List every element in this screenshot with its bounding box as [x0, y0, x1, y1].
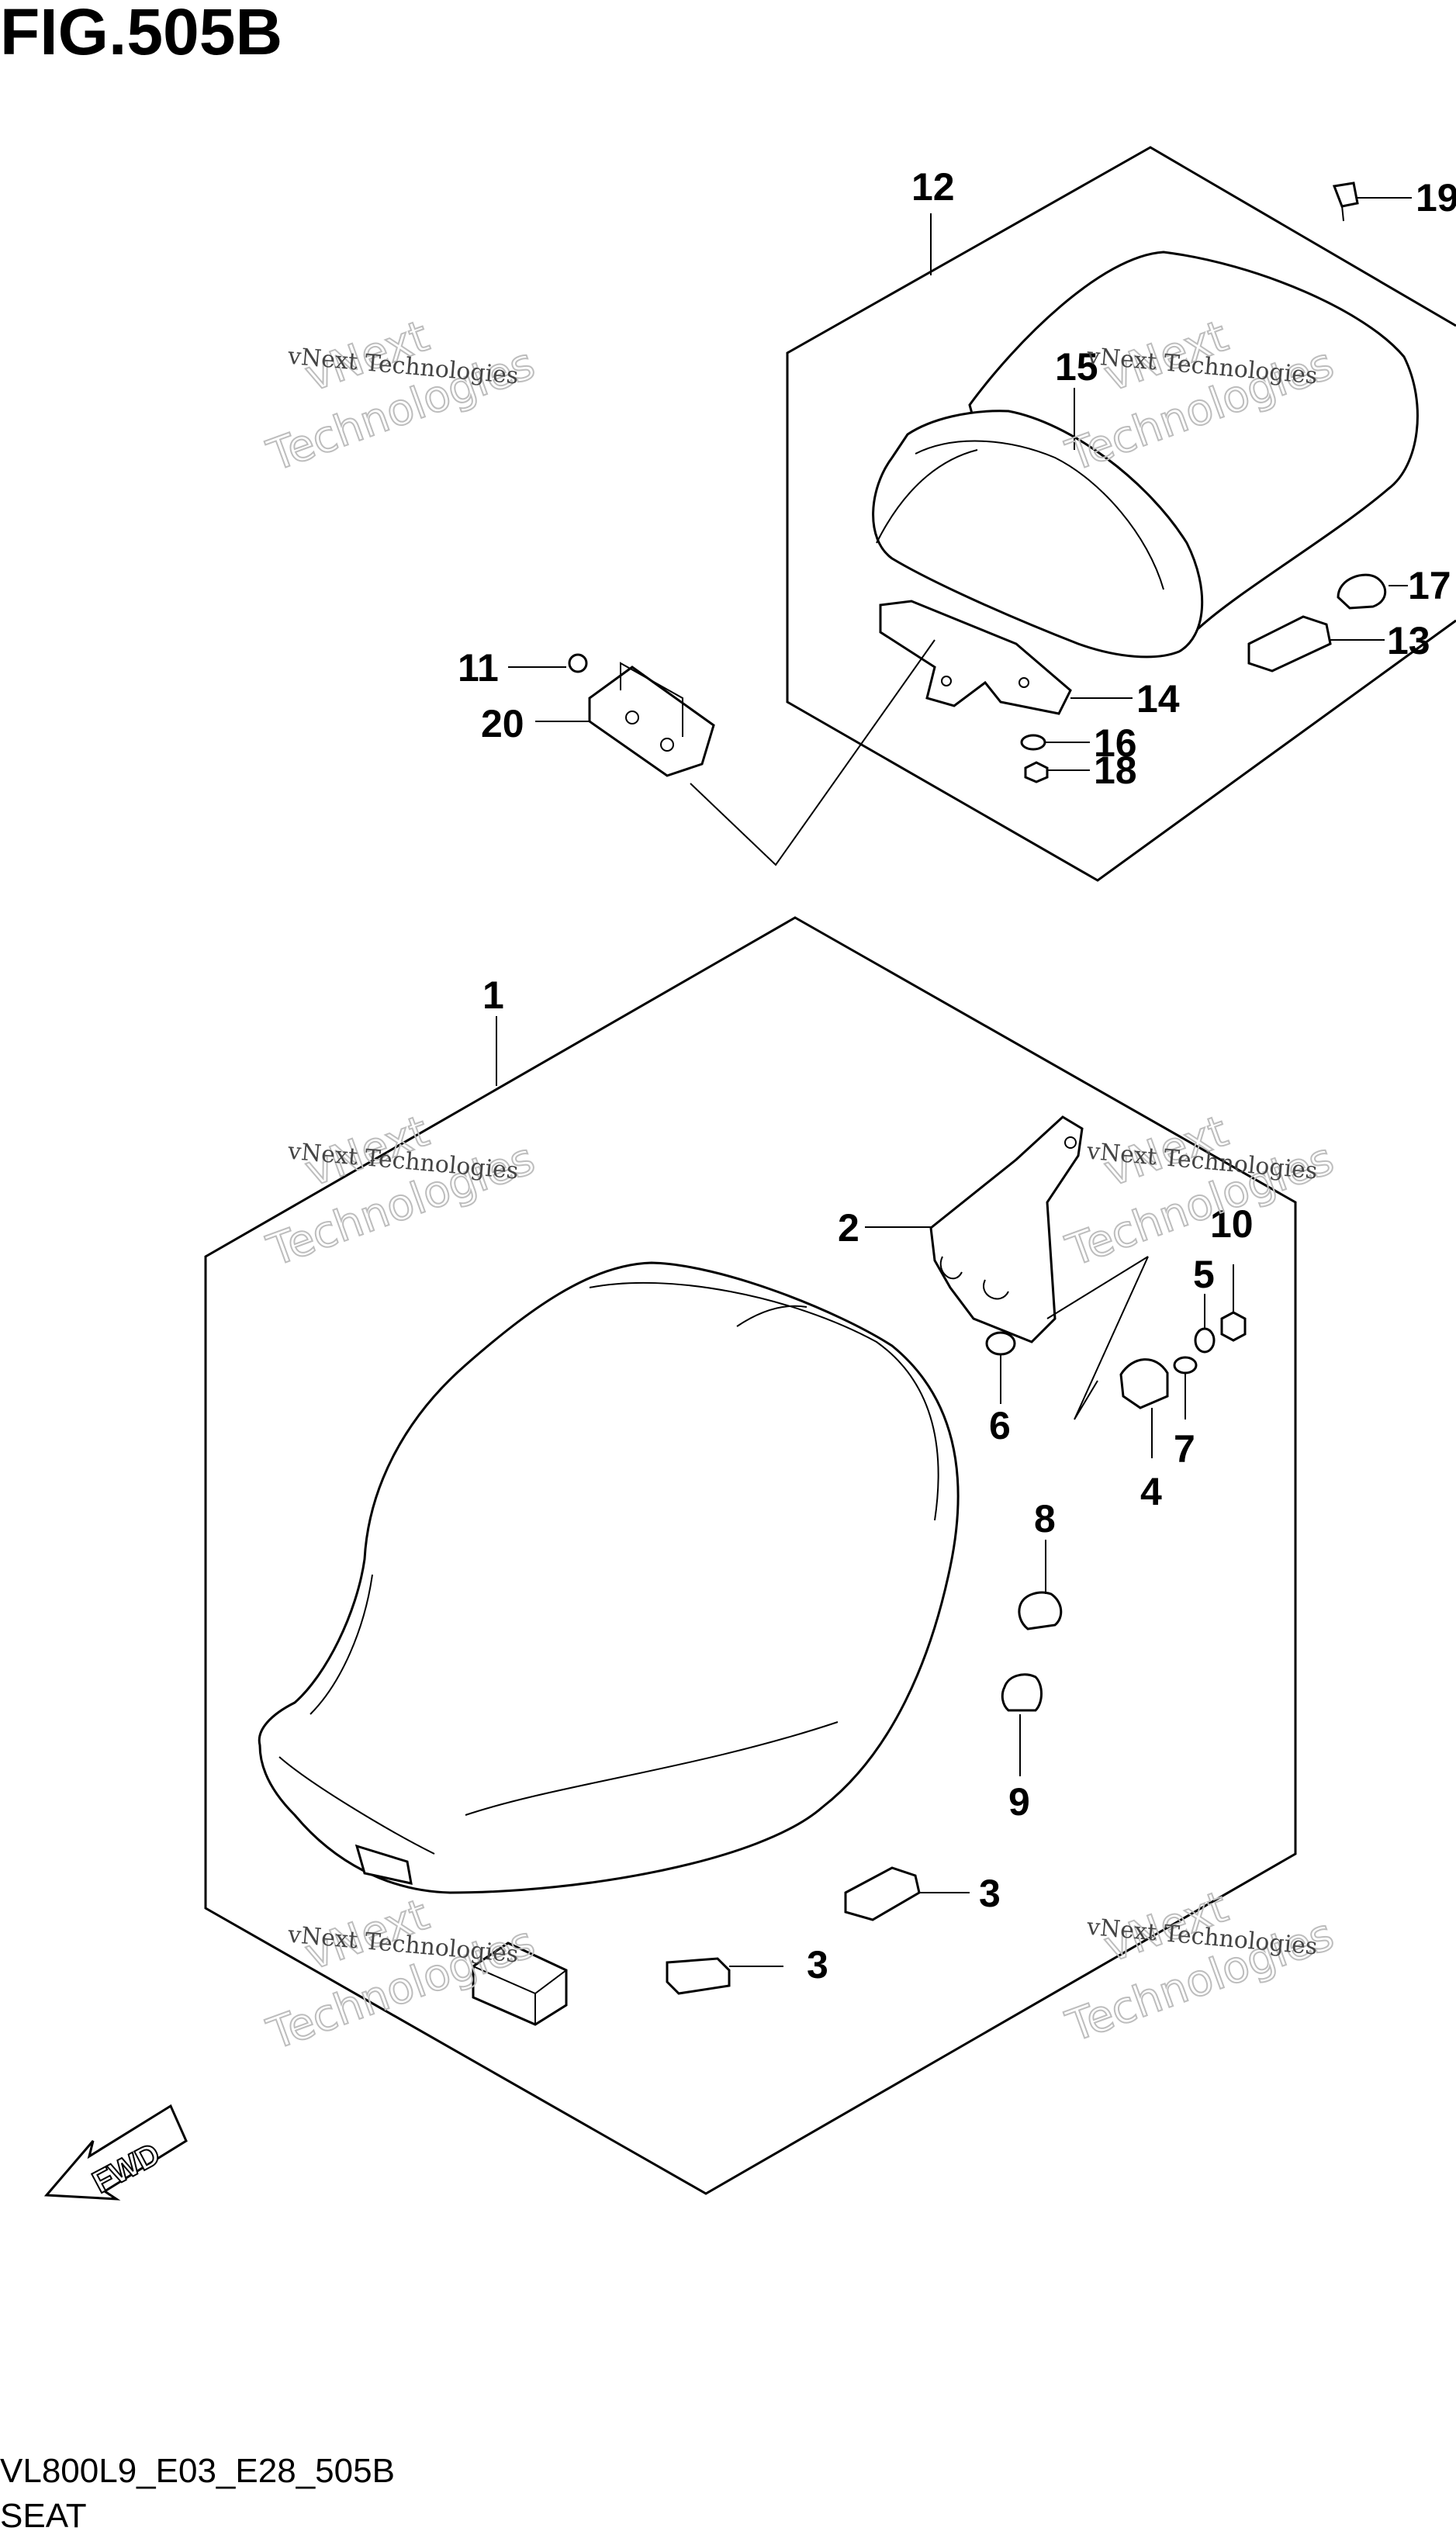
callout-11: 11 — [458, 646, 499, 690]
damper-3-upper — [844, 1866, 921, 1921]
front-seat-tab — [354, 1844, 413, 1885]
callouts: 12 19 15 17 13 11 14 20 16 18 1 2 10 5 6… — [458, 165, 1456, 1986]
callout-10: 10 — [1210, 1202, 1254, 1246]
callout-20: 20 — [481, 702, 524, 745]
callout-2: 2 — [838, 1206, 859, 1250]
callout-5: 5 — [1193, 1253, 1215, 1296]
forward-arrow: FWD — [43, 2104, 188, 2201]
callout-8: 8 — [1034, 1497, 1056, 1540]
callout-14: 14 — [1136, 677, 1180, 721]
screw-19 — [1332, 182, 1359, 208]
washer-5 — [1194, 1327, 1216, 1354]
grab-handle — [588, 666, 715, 777]
cushion-8 — [1018, 1591, 1063, 1630]
callout-1: 1 — [482, 973, 504, 1017]
callout-9: 9 — [1008, 1780, 1030, 1824]
figure-code: VL800L9_E03_E28_505B — [0, 2452, 395, 2490]
bolt-11 — [568, 653, 588, 673]
watermark-4: vNext Technologies vNext Technologies — [1059, 1105, 1340, 1278]
rear-seat-boundary — [786, 146, 1456, 882]
watermark-6: vNext Technologies vNext Technologies — [1059, 1881, 1340, 2053]
rear-seat-bracket — [879, 600, 1072, 715]
damper-13 — [1247, 615, 1332, 673]
figure-title: FIG.505B — [0, 0, 282, 68]
watermark-5: vNext Technologies vNext Technologies — [260, 1889, 541, 2061]
callout-15: 15 — [1055, 345, 1098, 389]
callout-16: 16 — [1094, 721, 1137, 765]
nut-10 — [1220, 1311, 1247, 1342]
collar-7 — [1173, 1356, 1198, 1374]
callout-3-upper: 3 — [979, 1872, 1001, 1915]
washer-6 — [985, 1331, 1016, 1356]
watermark-3: vNext Technologies vNext Technologies — [260, 1105, 541, 1278]
callout-4: 4 — [1140, 1470, 1162, 1513]
rear-seat-group — [508, 146, 1456, 882]
rear-seat-top — [872, 410, 1204, 659]
callout-12: 12 — [911, 165, 955, 209]
front-seat-cushion — [258, 1261, 960, 1894]
callout-3-lower: 3 — [807, 1943, 828, 1986]
cushion-9 — [1001, 1673, 1043, 1712]
washer-16 — [1020, 734, 1046, 751]
damper-3-lower — [666, 1957, 731, 1995]
front-seat-boundary — [204, 916, 1297, 2195]
callout-18: 18 — [1094, 749, 1137, 792]
watermark-1: vNext Technologies vNext Technologies — [260, 310, 541, 482]
callout-6: 6 — [989, 1404, 1011, 1447]
callout-17: 17 — [1408, 564, 1451, 607]
seat-bracket-2 — [929, 1115, 1084, 1343]
front-seat-group — [204, 916, 1297, 2195]
accessory-box — [472, 1942, 568, 2026]
callout-13: 13 — [1387, 619, 1430, 662]
nut-18 — [1024, 761, 1049, 783]
callout-19: 19 — [1416, 176, 1456, 220]
callout-7: 7 — [1174, 1427, 1195, 1471]
latch-4 — [1119, 1358, 1169, 1409]
figure-name: SEAT — [0, 2497, 87, 2535]
cushion-17 — [1337, 573, 1387, 610]
